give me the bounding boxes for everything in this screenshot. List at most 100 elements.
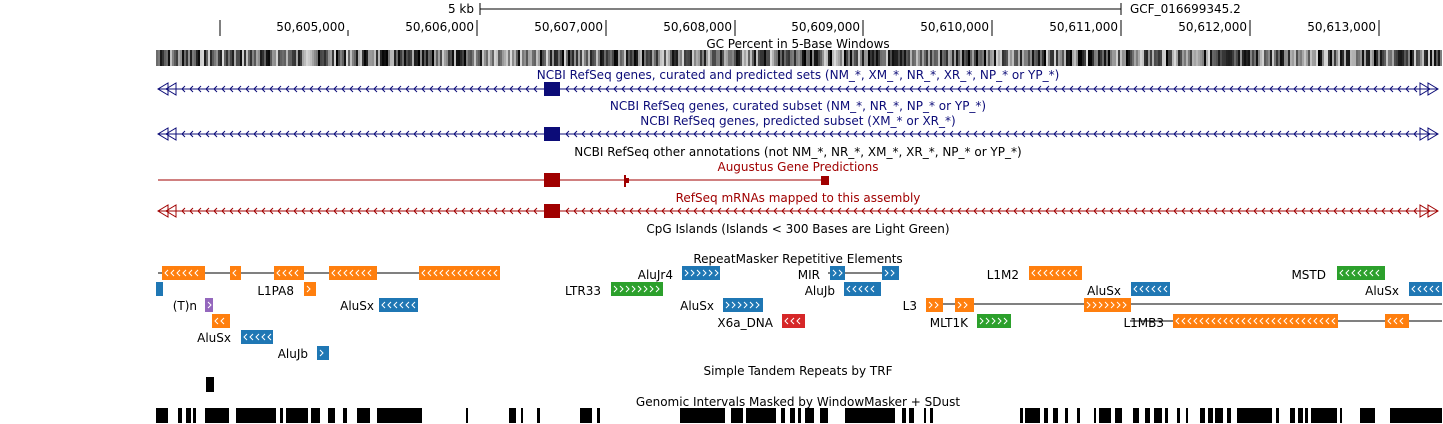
masked-interval[interactable] bbox=[781, 408, 785, 423]
masked-interval[interactable] bbox=[1077, 408, 1080, 423]
repeat-element[interactable] bbox=[1173, 314, 1338, 328]
masked-interval[interactable] bbox=[509, 408, 516, 423]
repeat-block[interactable] bbox=[1173, 314, 1338, 328]
masked-interval[interactable] bbox=[1099, 408, 1111, 423]
repeat-block[interactable] bbox=[955, 298, 974, 312]
masked-interval[interactable] bbox=[1390, 408, 1442, 423]
masked-interval[interactable] bbox=[1186, 408, 1188, 423]
repeat-element[interactable] bbox=[329, 266, 377, 280]
repeat-element[interactable] bbox=[212, 314, 230, 328]
repeat-block[interactable] bbox=[611, 282, 663, 296]
repeat-element[interactable] bbox=[230, 266, 241, 280]
masked-interval[interactable] bbox=[537, 408, 540, 423]
masked-interval[interactable] bbox=[1115, 408, 1122, 423]
gene-exon[interactable] bbox=[544, 173, 560, 187]
base-position-ruler[interactable]: 50,605,000 50,606,000 50,607,000 50,608,… bbox=[219, 20, 1380, 36]
masked-interval[interactable] bbox=[1053, 408, 1058, 423]
repeat-block[interactable] bbox=[1131, 282, 1170, 296]
gene-exon[interactable] bbox=[821, 176, 829, 185]
repeat-element[interactable] bbox=[882, 266, 899, 280]
repeat-element[interactable] bbox=[1084, 298, 1131, 312]
repeat-element[interactable] bbox=[379, 298, 418, 312]
repeat-block[interactable] bbox=[844, 282, 881, 296]
masked-interval[interactable] bbox=[909, 408, 914, 423]
masked-interval[interactable] bbox=[1020, 408, 1023, 423]
repeat-block[interactable] bbox=[682, 266, 720, 280]
masked-interval[interactable] bbox=[1360, 408, 1375, 423]
repeat-block[interactable] bbox=[723, 298, 763, 312]
repeat-block[interactable] bbox=[977, 314, 1011, 328]
masked-interval[interactable] bbox=[1208, 408, 1213, 423]
masked-interval[interactable] bbox=[746, 408, 776, 423]
masked-interval[interactable] bbox=[286, 408, 308, 423]
masked-interval[interactable] bbox=[1237, 408, 1272, 423]
repeat-element[interactable] bbox=[304, 282, 316, 296]
masked-interval[interactable] bbox=[357, 408, 370, 423]
masked-interval[interactable] bbox=[466, 408, 468, 423]
repeat-block[interactable] bbox=[782, 314, 805, 328]
masked-interval[interactable] bbox=[377, 408, 422, 423]
repeat-block[interactable] bbox=[379, 298, 418, 312]
repeat-element[interactable] bbox=[419, 266, 500, 280]
refseq-mrna-alignment[interactable] bbox=[157, 204, 1439, 218]
repeat-element[interactable] bbox=[205, 298, 213, 312]
repeat-block[interactable] bbox=[1385, 314, 1409, 328]
repeat-element[interactable] bbox=[1409, 282, 1442, 296]
masked-interval[interactable] bbox=[1290, 408, 1295, 423]
masked-interval[interactable] bbox=[236, 408, 276, 423]
masked-interval[interactable] bbox=[178, 408, 182, 423]
repeat-block[interactable] bbox=[156, 282, 163, 296]
gene-exon[interactable] bbox=[544, 127, 560, 141]
repeat-element[interactable] bbox=[1337, 266, 1385, 280]
repeat-block[interactable] bbox=[329, 266, 377, 280]
masked-interval[interactable] bbox=[193, 408, 196, 423]
repeat-block[interactable] bbox=[241, 330, 273, 344]
repeat-element[interactable] bbox=[844, 282, 881, 296]
masked-interval[interactable] bbox=[521, 408, 523, 423]
repeat-element[interactable] bbox=[162, 266, 205, 280]
masked-interval[interactable] bbox=[1044, 408, 1048, 423]
masked-interval[interactable] bbox=[1165, 408, 1168, 423]
masked-interval[interactable] bbox=[1298, 408, 1303, 423]
repeat-element[interactable] bbox=[156, 282, 163, 296]
masked-interval[interactable] bbox=[680, 408, 725, 423]
gc-percent-track[interactable] bbox=[156, 50, 1442, 66]
repeat-element[interactable] bbox=[1029, 266, 1082, 280]
masked-interval[interactable] bbox=[580, 408, 592, 423]
masked-interval[interactable] bbox=[798, 408, 801, 423]
repeat-element[interactable] bbox=[830, 266, 845, 280]
gene-exon[interactable] bbox=[624, 175, 626, 187]
mrna-exon[interactable] bbox=[544, 204, 560, 218]
repeat-element[interactable] bbox=[241, 330, 273, 344]
masked-interval[interactable] bbox=[205, 408, 229, 423]
tandem-repeat-block[interactable] bbox=[206, 377, 214, 392]
masked-interval[interactable] bbox=[1025, 408, 1040, 423]
masked-interval[interactable] bbox=[805, 408, 814, 423]
masked-interval[interactable] bbox=[1215, 408, 1223, 423]
repeat-block[interactable] bbox=[419, 266, 500, 280]
repeat-block[interactable] bbox=[230, 266, 241, 280]
masked-interval[interactable] bbox=[930, 408, 933, 423]
repeat-element[interactable] bbox=[977, 314, 1011, 328]
repeat-element[interactable] bbox=[782, 314, 805, 328]
masked-interval[interactable] bbox=[820, 408, 828, 423]
masked-interval[interactable] bbox=[328, 408, 335, 423]
masked-interval[interactable] bbox=[1177, 408, 1180, 423]
masked-interval[interactable] bbox=[1065, 408, 1068, 423]
repeat-block[interactable] bbox=[1337, 266, 1385, 280]
gene-exon[interactable] bbox=[626, 178, 629, 183]
repeat-block[interactable] bbox=[1409, 282, 1442, 296]
augustus-gene[interactable] bbox=[158, 173, 829, 187]
repeat-element[interactable] bbox=[317, 346, 329, 360]
masked-interval[interactable] bbox=[845, 408, 895, 423]
repeat-block[interactable] bbox=[205, 298, 213, 312]
masked-interval[interactable] bbox=[1305, 408, 1308, 423]
masked-interval[interactable] bbox=[1311, 408, 1337, 423]
repeat-element[interactable] bbox=[926, 298, 943, 312]
repeat-element[interactable] bbox=[611, 282, 663, 296]
masked-interval[interactable] bbox=[902, 408, 906, 423]
masked-interval[interactable] bbox=[731, 408, 743, 423]
masked-interval[interactable] bbox=[790, 408, 795, 423]
repeat-block[interactable] bbox=[882, 266, 899, 280]
masked-interval[interactable] bbox=[1200, 408, 1205, 423]
